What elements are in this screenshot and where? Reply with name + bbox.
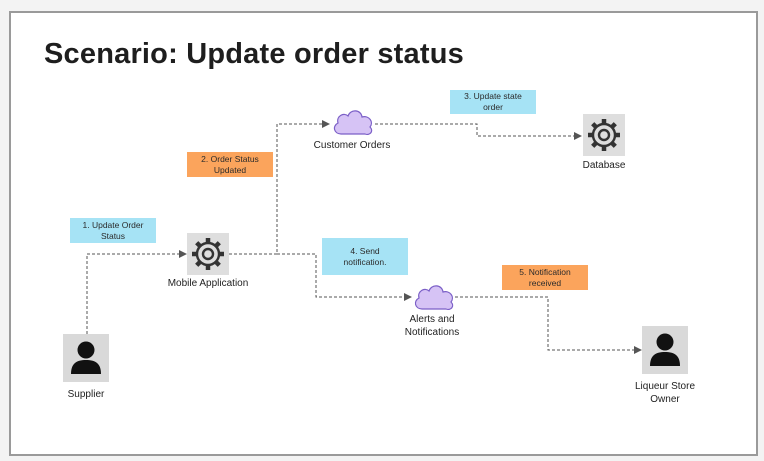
- step-note-2-line2: Updated: [213, 164, 247, 175]
- cloud-icon: [414, 285, 454, 311]
- person-icon: [650, 333, 680, 366]
- step-note-3-line1: 3. Update state order: [464, 91, 522, 112]
- owner-label-line1: Liqueur Store: [634, 381, 696, 392]
- step-note-1-line2: Status: [100, 230, 126, 241]
- owner-label-line2: Owner: [650, 394, 680, 405]
- connector-app-to-alerts: [277, 253, 412, 301]
- mobile-app-node: [187, 233, 229, 275]
- supplier-label: Supplier: [67, 389, 105, 400]
- page-title: Scenario: Update order status: [44, 38, 464, 70]
- customer-orders-label: Customer Orders: [313, 140, 391, 151]
- step-note-2-line1: 2. Order Status: [201, 153, 259, 164]
- owner-label: Liqueur Store Owner: [615, 380, 715, 406]
- gear-icon: [192, 238, 224, 270]
- connector-app-to-orders: [229, 120, 330, 255]
- connector-alerts-to-owner: [455, 296, 642, 354]
- database-node: [583, 114, 625, 156]
- owner-node: [642, 326, 688, 374]
- supplier-node: [63, 334, 109, 382]
- step-note-4-line1: 4. Send: [350, 245, 380, 256]
- mobile-app-label: Mobile Application: [167, 278, 249, 289]
- database-label: Database: [582, 160, 626, 171]
- person-icon: [71, 341, 101, 374]
- cloud-icon: [333, 110, 373, 136]
- step-note-4-line2: notification.: [343, 256, 387, 267]
- alerts-label: Alerts and Notifications: [382, 313, 482, 339]
- step-note-1-line1: 1. Update Order: [82, 219, 144, 230]
- connector-orders-to-database: [375, 123, 582, 140]
- alerts-label-line2: Notifications: [404, 327, 460, 338]
- step-note-3: 3. Update state order: [450, 90, 536, 114]
- alerts-label-line1: Alerts and: [409, 314, 455, 325]
- step-note-5-line1: 5. Notification: [519, 266, 571, 277]
- step-note-5-line2: received: [528, 277, 562, 288]
- gear-icon: [588, 119, 620, 151]
- connector-supplier-to-app: [86, 250, 187, 334]
